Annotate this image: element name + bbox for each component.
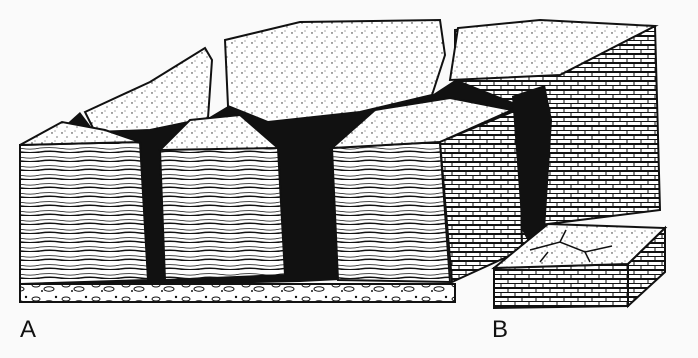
right-pillar-side xyxy=(332,142,450,282)
gravel-base-layer xyxy=(20,284,455,302)
middle-pillar-side xyxy=(160,140,285,280)
panel-label-a: A xyxy=(20,318,36,342)
block-b xyxy=(440,20,665,308)
inset-block-front xyxy=(494,264,628,308)
front-left-block-side xyxy=(20,142,148,284)
panel-label-b: B xyxy=(492,318,508,342)
